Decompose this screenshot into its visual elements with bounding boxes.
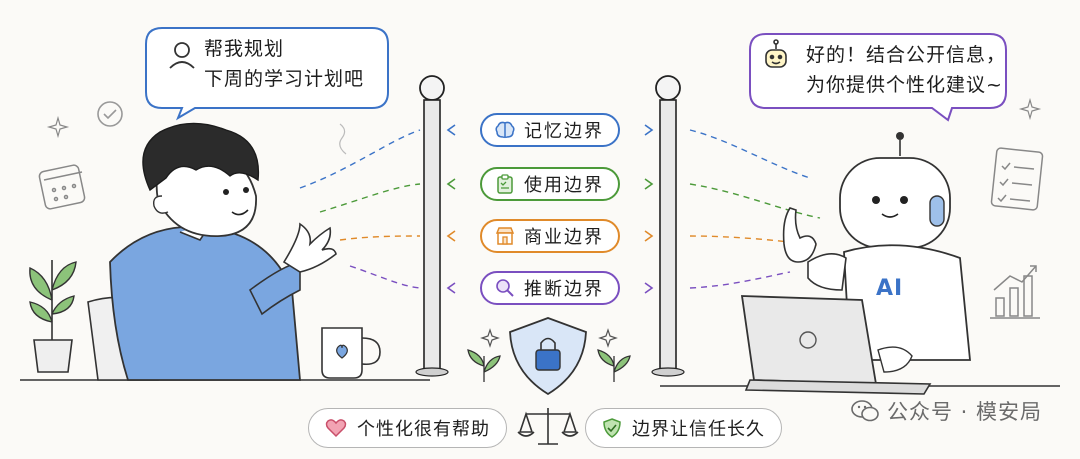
arrow-heads: [446, 124, 654, 294]
sparkle-icon: [598, 328, 618, 348]
calendar-icon: [38, 164, 86, 210]
bottom-pill-label: 个性化很有帮助: [357, 419, 490, 440]
boundary-inference: 推断边界: [480, 271, 620, 305]
scale-icon: [517, 408, 579, 445]
person: [109, 122, 337, 381]
robot-face-icon: [765, 39, 787, 68]
clipboard-icon: [494, 173, 516, 195]
ai-bubble: [749, 33, 1007, 122]
right-post: [651, 75, 685, 377]
waving-hand: [282, 222, 337, 273]
coffee-mug: [321, 327, 381, 379]
check-circle-icon: [97, 101, 123, 127]
user-icon: [169, 42, 195, 69]
boundary-label: 推断边界: [524, 279, 604, 300]
plant-left: [29, 260, 77, 373]
user-bubble-line1: 帮我规划: [204, 38, 285, 60]
boundary-label: 商业边界: [524, 227, 604, 248]
laptop: [740, 295, 932, 395]
squiggle: [339, 123, 347, 155]
boundary-usage: 使用边界: [480, 167, 620, 201]
bar-growth-icon: [990, 265, 1040, 319]
boundary-memory: 记忆边界: [480, 113, 620, 147]
user-bubble: [145, 27, 389, 121]
bottom-pill-trust: 边界让信任长久: [585, 408, 782, 448]
dashed-links: [299, 129, 821, 289]
user-bubble-line2: 下周的学习计划吧: [204, 68, 365, 90]
boundary-commercial: 商业边界: [480, 219, 620, 253]
left-post: [415, 75, 449, 377]
sparkle-icon: [1018, 97, 1042, 121]
ai-bubble-text: 好的！结合公开信息， 为你提供个性化建议~: [806, 40, 1006, 100]
boundary-label: 记忆边界: [524, 121, 604, 142]
ai-bubble-line2: 为你提供个性化建议~: [806, 74, 1003, 96]
watermark: 公众号 · 模安局: [851, 396, 1042, 426]
bottom-pill-helpful: 个性化很有帮助: [308, 408, 507, 448]
shield-lock-icon: [509, 317, 587, 396]
ai-bubble-line1: 好的！结合公开信息，: [806, 44, 1007, 66]
robot-chest-label: AI: [876, 276, 904, 301]
sprout-left: [467, 349, 501, 382]
shield-check-icon: [602, 417, 622, 439]
sprout-right: [597, 349, 631, 382]
watermark-text: 公众号 · 模安局: [886, 400, 1042, 424]
wechat-icon: [851, 399, 879, 423]
sparkle-icon: [46, 115, 70, 139]
sparkle-icon: [480, 328, 500, 348]
store-icon: [494, 225, 516, 247]
heart-icon: [325, 418, 347, 438]
pointing-hand: [782, 207, 817, 263]
checklist-icon: [990, 147, 1044, 211]
magnifier-icon: [494, 277, 516, 299]
robot: [782, 132, 971, 361]
brain-icon: [494, 119, 516, 141]
user-bubble-text: 帮我规划 下周的学习计划吧: [204, 34, 364, 94]
boundary-label: 使用边界: [524, 175, 604, 196]
bottom-pill-label: 边界让信任长久: [632, 419, 765, 440]
